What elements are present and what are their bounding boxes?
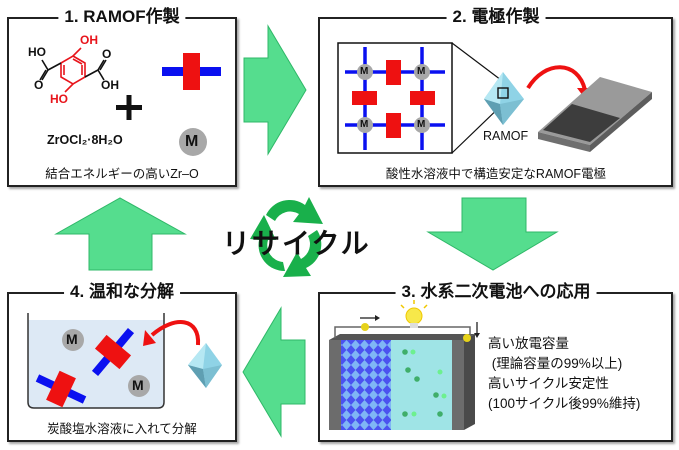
node-label-1: M xyxy=(360,66,369,77)
metal-node-icon xyxy=(179,128,207,156)
arrow-up-icon xyxy=(54,197,187,271)
node-label-3: M xyxy=(360,119,369,130)
battery-performance-text: 高い放電容量 (理論容量の99%以上) 高いサイクル安定性 (100サイクル後9… xyxy=(488,334,640,414)
crystal-label: RAMOF xyxy=(483,129,529,143)
metal-node-label: M xyxy=(185,133,199,150)
linker-fragment-icon xyxy=(91,327,135,377)
circuit-wire xyxy=(334,326,471,338)
ramof-crystal-icon xyxy=(484,72,524,125)
immersion-arrow-icon xyxy=(150,320,201,346)
recycle-label: リサイクル xyxy=(222,228,371,259)
performance-line-2: (理論容量の99%以上) xyxy=(488,356,623,371)
step-1-title: 1. RAMOF作製 xyxy=(58,6,186,28)
metal-label-1: M xyxy=(66,331,78,347)
transfer-arrow-icon xyxy=(526,65,587,91)
step-1-caption: 結合エネルギーの高いZr–O xyxy=(45,167,199,181)
dhta-molecule-icon xyxy=(39,47,107,93)
step-2-title: 2. 電極作製 xyxy=(446,6,546,28)
molecule-label-ho-bottom: HO xyxy=(50,92,68,106)
ramof-crystal-icon xyxy=(188,343,222,388)
linker-fragment-icon xyxy=(35,370,87,408)
molecule-label-o-left: O xyxy=(34,78,44,92)
arrow-down-icon xyxy=(426,197,559,271)
light-bulb-icon xyxy=(400,300,428,328)
arrow-left-icon xyxy=(242,306,306,438)
molecule-label-oh-top: OH xyxy=(80,33,98,47)
molecule-label-ho-top: HO xyxy=(28,45,46,59)
linker-icon xyxy=(162,53,221,90)
step-3-title: 3. 水系二次電池への応用 xyxy=(395,281,597,303)
performance-line-4: (100サイクル後99%維持) xyxy=(488,396,641,411)
framework-lattice xyxy=(345,47,445,150)
reagent-label: ZrOCl₂·8H₂O xyxy=(47,133,123,147)
step-4-title: 4. 温和な分解 xyxy=(64,281,180,303)
step-2-caption: 酸性水溶液中で構造安定なRAMOF電極 xyxy=(385,167,607,181)
electrode-plate-icon xyxy=(538,77,652,152)
current-arrow-icon xyxy=(360,315,480,338)
molecule-label-o-right: O xyxy=(102,47,112,61)
recycle-icon xyxy=(250,197,323,277)
step-1-panel: 1. RAMOF作製 結合エネルギーの高いZr–O xyxy=(7,6,237,187)
node-label-2: M xyxy=(417,66,426,77)
performance-line-3: 高いサイクル安定性 xyxy=(488,376,609,391)
node-label-4: M xyxy=(417,119,426,130)
step-4-caption: 炭酸塩水溶液に入れて分解 xyxy=(47,422,197,436)
metal-label-2: M xyxy=(132,377,144,393)
battery-icon xyxy=(329,334,475,430)
molecule-label-oh-right: OH xyxy=(101,78,119,92)
arrow-right-icon xyxy=(243,24,307,156)
performance-line-1: 高い放電容量 xyxy=(488,336,569,351)
plus-icon xyxy=(116,95,142,120)
